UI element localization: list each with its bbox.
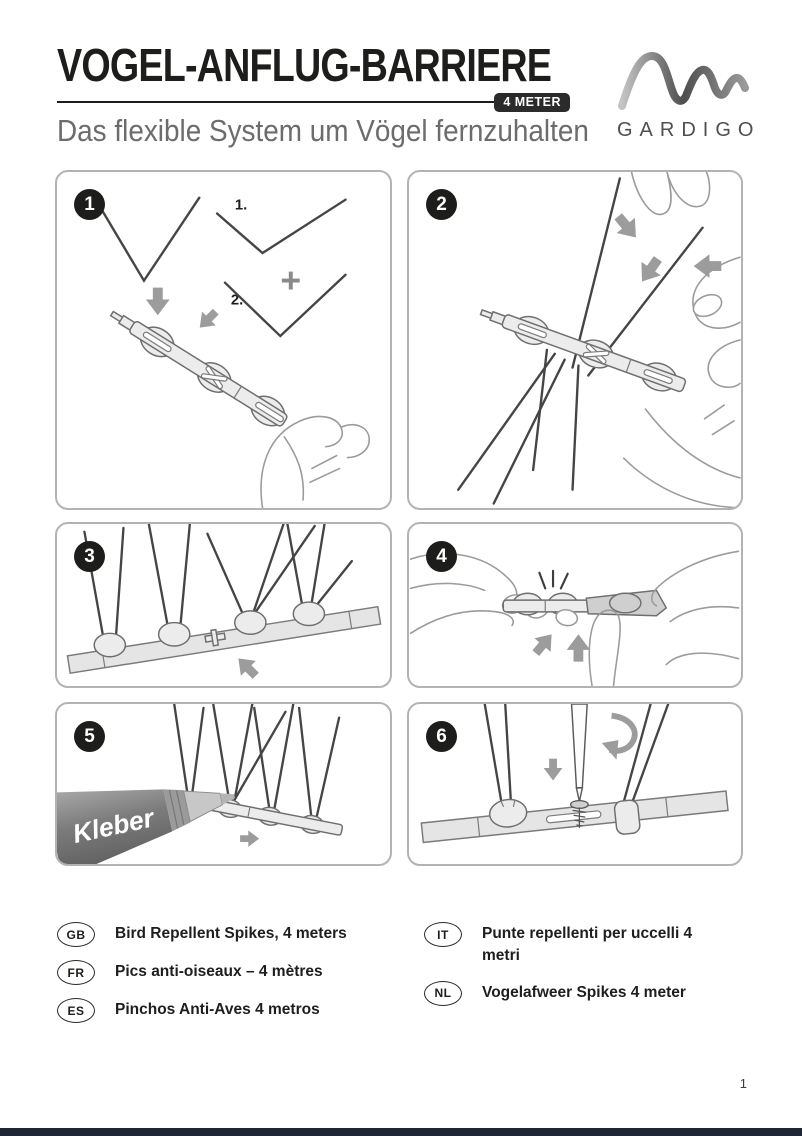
step-4-illustration: [409, 550, 740, 686]
page-subtitle: Das flexible System um Vögel fernzuhalte…: [57, 113, 589, 148]
language-code-badge-fr: FR: [57, 960, 95, 985]
step-3-panel: 3: [55, 522, 392, 688]
glue-tube: Kleber: [57, 789, 235, 864]
step-5-illustration: Kleber: [57, 704, 344, 864]
language-list-left: GB Bird Repellent Spikes, 4 meters FR Pi…: [57, 922, 387, 1036]
step-5-panel: 5: [55, 702, 392, 866]
step-2-illustration: [457, 172, 741, 508]
step-number-badge: 2: [426, 189, 457, 220]
brand-name: GARDIGO: [617, 119, 761, 141]
step-number-badge: 6: [426, 721, 457, 752]
step-6-illustration: [420, 704, 729, 844]
language-text-gb: Bird Repellent Spikes, 4 meters: [115, 925, 347, 942]
step-2-panel: 2: [407, 170, 743, 510]
snap-click-marks: [538, 569, 569, 590]
strip-mounts: [93, 601, 326, 658]
rotate-arrow-icon: [601, 712, 638, 760]
language-text-nl: Vogelafweer Spikes 4 meter: [482, 983, 686, 1001]
arrow-icon: [609, 208, 645, 246]
strip-mount-left: [488, 798, 528, 828]
spike-wires: [483, 704, 670, 809]
step-number-badge: 3: [74, 541, 105, 572]
strip-mount-right: [613, 799, 641, 835]
hand-outline: [622, 172, 741, 508]
plus-sign: +: [280, 261, 301, 301]
header: VOGEL-ANFLUG-BARRIERE 4 METER Das flexib…: [57, 39, 589, 149]
page-title: VOGEL-ANFLUG-BARRIERE: [57, 39, 552, 91]
spike-wire: [215, 198, 347, 255]
step-6-panel: 6: [407, 702, 743, 866]
length-badge: 4 METER: [494, 92, 570, 112]
title-underline: [57, 100, 495, 104]
wave-logo-icon: [618, 51, 749, 110]
connector-tab: [204, 628, 227, 647]
language-list-right: IT Punte repellenti per uccelli 4 metri …: [424, 922, 754, 1019]
screw: [569, 799, 589, 828]
language-code-badge-es: ES: [57, 998, 95, 1023]
spike-wires: [173, 704, 341, 823]
page-number: 1: [739, 1076, 747, 1091]
step-3-illustration: [66, 524, 382, 684]
hand-outline-right: [555, 550, 740, 686]
step-4-panel: 4: [407, 522, 743, 688]
arrow-up-right-icon: [527, 627, 560, 660]
step-number-badge: 1: [74, 189, 105, 220]
spike-wires: [457, 177, 704, 505]
sub-step-1-label: 1.: [235, 198, 247, 214]
language-code-badge-gb: GB: [57, 922, 95, 947]
step-number-badge: 5: [74, 721, 105, 752]
mounting-strip: [479, 308, 687, 393]
step-1-panel: 1 1. + 2.: [55, 170, 392, 510]
language-text-es: Pinchos Anti-Aves 4 metros: [115, 1001, 320, 1018]
arrow-up-icon: [566, 634, 591, 662]
arrow-down-icon: [543, 758, 563, 781]
arrow-right-icon: [240, 830, 260, 847]
title-rule: 4 METER: [57, 92, 570, 112]
arrow-icon: [632, 252, 668, 289]
language-item-fr: FR Pics anti-oiseaux – 4 mètres: [57, 960, 387, 985]
spike-wire: [223, 273, 347, 338]
step-1-illustration: 1. + 2.: [99, 196, 371, 508]
arrow-down-icon: [145, 287, 170, 316]
mounting-rail: [420, 790, 729, 844]
arrow-up-left-icon: [230, 650, 264, 684]
language-item-nl: NL Vogelafweer Spikes 4 meter: [424, 980, 754, 1006]
language-item-gb: GB Bird Repellent Spikes, 4 meters: [57, 922, 387, 947]
spike-wire: [99, 196, 201, 283]
footer-bar: [0, 1128, 802, 1136]
language-text-it: Punte repellenti per uccelli 4 metri: [482, 925, 693, 965]
step-number-badge: 4: [426, 541, 457, 572]
mounting-strip: [109, 310, 288, 427]
language-item-es: ES Pinchos Anti-Aves 4 metros: [57, 998, 387, 1023]
screwdriver: [570, 704, 588, 802]
hand-outline: [260, 415, 371, 508]
language-code-badge-nl: NL: [424, 980, 462, 1006]
brand-logo: GARDIGO: [610, 50, 761, 142]
language-item-it: IT Punte repellenti per uccelli 4 metri: [424, 922, 754, 968]
strip-joint: [502, 589, 668, 617]
language-code-badge-it: IT: [424, 922, 462, 947]
language-text-fr: Pics anti-oiseaux – 4 mètres: [115, 963, 323, 980]
arrow-down-left-icon: [192, 304, 223, 335]
